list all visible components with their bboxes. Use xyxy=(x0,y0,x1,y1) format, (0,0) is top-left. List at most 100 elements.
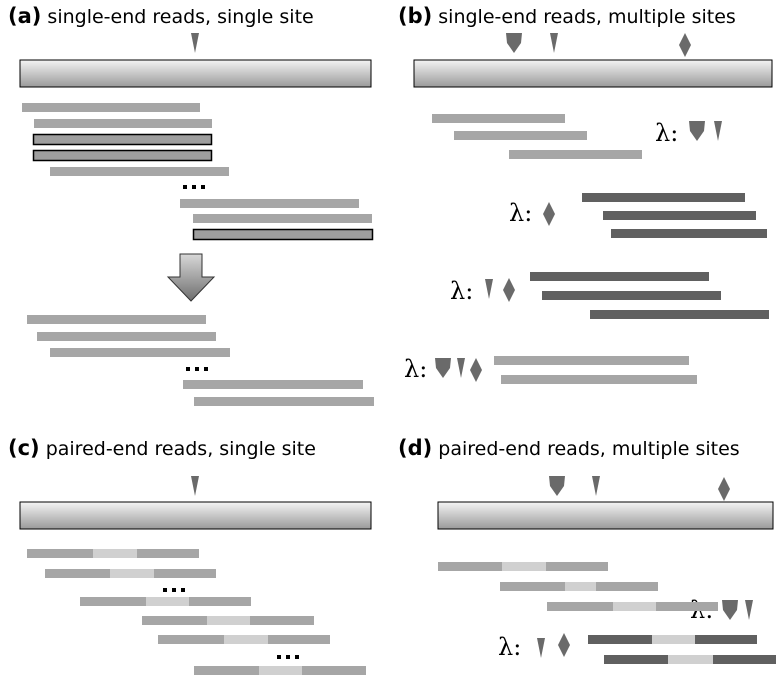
panel-a-ellipsis-2-dot-3 xyxy=(204,367,208,371)
panel-c-title-text: paired-end reads, single site xyxy=(45,438,316,460)
panel-a-read-7 xyxy=(193,214,372,223)
panel-b-group1-triangle-icon xyxy=(714,121,722,141)
panel-b-group3-read-2 xyxy=(542,291,721,300)
panel-b-group1-read-1 xyxy=(432,114,565,123)
panel-d-title-text: paired-end reads, multiple sites xyxy=(438,438,740,460)
panel-b-group2-read-2 xyxy=(603,211,756,220)
panel-a-read-3-boxed xyxy=(32,133,213,146)
panel-c-pair-1-mate-left xyxy=(27,549,93,558)
panel-a-read-6 xyxy=(180,199,359,208)
panel-b-group4-triangle-icon xyxy=(457,358,465,378)
panel-d-site-shield-icon xyxy=(549,476,565,496)
panel-a-letter: (a) xyxy=(8,4,42,28)
panel-c-pair-5-mate-right xyxy=(268,635,330,644)
panel-b-group4-shield-icon xyxy=(435,358,451,378)
panel-c-pair-4-insert xyxy=(207,616,250,625)
panel-b-lambda-3: λ: xyxy=(450,277,474,305)
panel-c-ellipsis-2-dot-3 xyxy=(295,655,299,659)
panel-b-site-shield-icon xyxy=(506,33,522,53)
panel-c-ellipsis-1-dot-3 xyxy=(181,588,185,592)
panel-a-title: (a) single-end reads, single site xyxy=(8,4,314,28)
panel-b-group1-read-3 xyxy=(509,150,642,159)
panel-d-pair-4-insert xyxy=(652,635,695,644)
panel-d-title: (d) paired-end reads, multiple sites xyxy=(398,436,740,460)
panel-d-pair-3-mate-right xyxy=(656,602,718,611)
panel-a-ellipsis-1-dot-2 xyxy=(192,185,196,189)
panel-d-pair-1-mate-left xyxy=(438,562,502,571)
panel-a-site-triangle-icon xyxy=(191,33,199,53)
panel-c-pair-3-mate-left xyxy=(80,597,146,606)
panel-a-ellipsis-2-dot-2 xyxy=(195,367,199,371)
panel-c-pair-4-mate-right xyxy=(250,616,314,625)
panel-b-group2-diamond-icon xyxy=(543,202,555,226)
panel-a-collapsed-read-2 xyxy=(37,332,216,341)
panel-d-group1-triangle-icon xyxy=(745,600,753,620)
panel-b-group3-triangle-icon xyxy=(485,279,493,299)
panel-b-group4-read-1 xyxy=(494,356,689,365)
panel-a-title-text: single-end reads, single site xyxy=(47,6,314,28)
panel-a-collapsed-read-3 xyxy=(50,348,230,357)
panel-b-site-triangle-icon xyxy=(550,33,558,53)
panel-d-lambda-2: λ: xyxy=(498,633,522,661)
panel-b-group4-diamond-icon xyxy=(470,358,482,382)
panel-c-ellipsis-2-dot-2 xyxy=(286,655,290,659)
panel-b-group4-read-2 xyxy=(501,375,697,384)
panel-c-pair-2-mate-left xyxy=(45,569,110,578)
panel-d-pair-5-mate-right xyxy=(713,655,776,664)
panel-c-pair-6-mate-right xyxy=(302,666,366,675)
panel-a-collapsed-read-1 xyxy=(27,315,206,324)
panel-c-pair-2-insert xyxy=(110,569,154,578)
panel-a-read-4-boxed xyxy=(32,149,213,162)
panel-c-pair-5-insert xyxy=(224,635,268,644)
panel-c-ellipsis-1-dot-1 xyxy=(163,588,167,592)
panel-a-read-5 xyxy=(50,167,229,176)
panel-b-group1-read-2 xyxy=(454,131,587,140)
panel-a-ellipsis-1-dot-3 xyxy=(201,185,205,189)
panel-c-pair-1-mate-right xyxy=(137,549,199,558)
panel-c-ellipsis-2-dot-1 xyxy=(277,655,281,659)
panel-b-site-diamond-icon xyxy=(679,33,691,57)
panel-d-pair-4-mate-left xyxy=(588,635,652,644)
panel-c-genome xyxy=(19,501,372,530)
panel-a-collapsed-read-4 xyxy=(183,380,363,389)
panel-b-group1-shield-icon xyxy=(689,121,705,141)
panel-c-pair-2-mate-right xyxy=(154,569,216,578)
panel-d-pair-2-mate-left xyxy=(500,582,565,591)
panel-b-title-text: single-end reads, multiple sites xyxy=(438,6,736,28)
panel-b-group2-read-1 xyxy=(582,193,745,202)
panel-b-title: (b) single-end reads, multiple sites xyxy=(398,4,736,28)
panel-b-group3-read-1 xyxy=(530,272,709,281)
panel-b-group3-read-3 xyxy=(590,310,769,319)
panel-d-pair-2-insert xyxy=(565,582,596,591)
panel-d-pair-5-mate-left xyxy=(604,655,668,664)
panel-d-group2-triangle-icon xyxy=(537,638,545,658)
panel-b-lambda-4: λ: xyxy=(404,355,428,383)
panel-d-pair-1-mate-right xyxy=(546,562,608,571)
panel-c-title: (c) paired-end reads, single site xyxy=(8,436,316,460)
panel-c-letter: (c) xyxy=(8,436,40,460)
panel-c-pair-3-mate-right xyxy=(189,597,251,606)
panel-c-pair-6-mate-left xyxy=(194,666,259,675)
panel-c-pair-6-insert xyxy=(259,666,302,675)
panel-c-pair-3-insert xyxy=(146,597,189,606)
panel-d-site-triangle-icon xyxy=(592,476,600,496)
panel-d-pair-5-insert xyxy=(668,655,713,664)
panel-b-genome xyxy=(413,59,773,88)
panel-b-group3-diamond-icon xyxy=(503,278,515,302)
panel-d-pair-4-mate-right xyxy=(695,635,757,644)
panel-d-pair-2-mate-right xyxy=(596,582,658,591)
panel-d-site-diamond-icon xyxy=(718,477,730,501)
panel-d-genome xyxy=(437,501,774,530)
panel-c-pair-1-insert xyxy=(93,549,137,558)
panel-c-ellipsis-1-dot-2 xyxy=(172,588,176,592)
panel-a-read-8-boxed xyxy=(192,228,374,241)
panel-d-group2-diamond-icon xyxy=(558,633,570,657)
panel-a-ellipsis-1-dot-1 xyxy=(183,185,187,189)
panel-b-letter: (b) xyxy=(398,4,433,28)
panel-d-group1-shield-icon xyxy=(722,600,738,620)
panel-a-collapsed-read-5 xyxy=(194,397,374,406)
panel-b-group2-read-3 xyxy=(611,229,767,238)
panel-b-lambda-1: λ: xyxy=(655,119,679,147)
panel-b-lambda-2: λ: xyxy=(509,199,533,227)
